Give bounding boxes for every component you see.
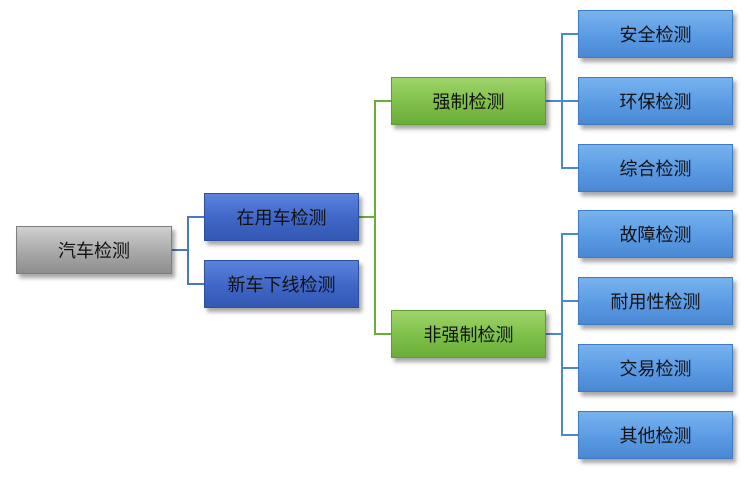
- connector-inuse-to-level2: [359, 100, 391, 335]
- node-trade-inspection: 交易检测: [578, 344, 733, 392]
- node-label: 非强制检测: [423, 325, 514, 346]
- node-comprehensive-inspection: 综合检测: [578, 144, 733, 192]
- node-label: 环保检测: [619, 92, 692, 113]
- node-label: 汽车检测: [58, 241, 130, 262]
- node-label: 新车下线检测: [227, 275, 336, 296]
- node-label: 综合检测: [619, 159, 692, 180]
- node-safety-inspection: 安全检测: [578, 10, 733, 58]
- node-mandatory-inspection: 强制检测: [391, 77, 546, 125]
- node-other-inspection: 其他检测: [578, 411, 733, 459]
- node-in-use-vehicle-inspection: 在用车检测: [204, 193, 359, 241]
- node-label: 耐用性检测: [610, 292, 701, 313]
- connector-nonmandatory-to-children: [546, 233, 578, 436]
- node-non-mandatory-inspection: 非强制检测: [391, 310, 546, 358]
- node-label: 强制检测: [432, 92, 505, 113]
- node-label: 故障检测: [619, 225, 692, 246]
- node-label: 在用车检测: [236, 208, 327, 229]
- node-environmental-inspection: 环保检测: [578, 77, 733, 125]
- node-label: 交易检测: [619, 359, 692, 380]
- node-vehicle-inspection: 汽车检测: [16, 226, 172, 274]
- node-new-vehicle-offline-inspection: 新车下线检测: [204, 260, 359, 308]
- node-durability-inspection: 耐用性检测: [578, 277, 733, 325]
- node-label: 其他检测: [619, 426, 692, 447]
- connector-mandatory-to-children: [546, 33, 578, 169]
- connector-root-to-level1: [172, 216, 204, 285]
- node-label: 安全检测: [619, 25, 692, 46]
- node-fault-inspection: 故障检测: [578, 210, 733, 258]
